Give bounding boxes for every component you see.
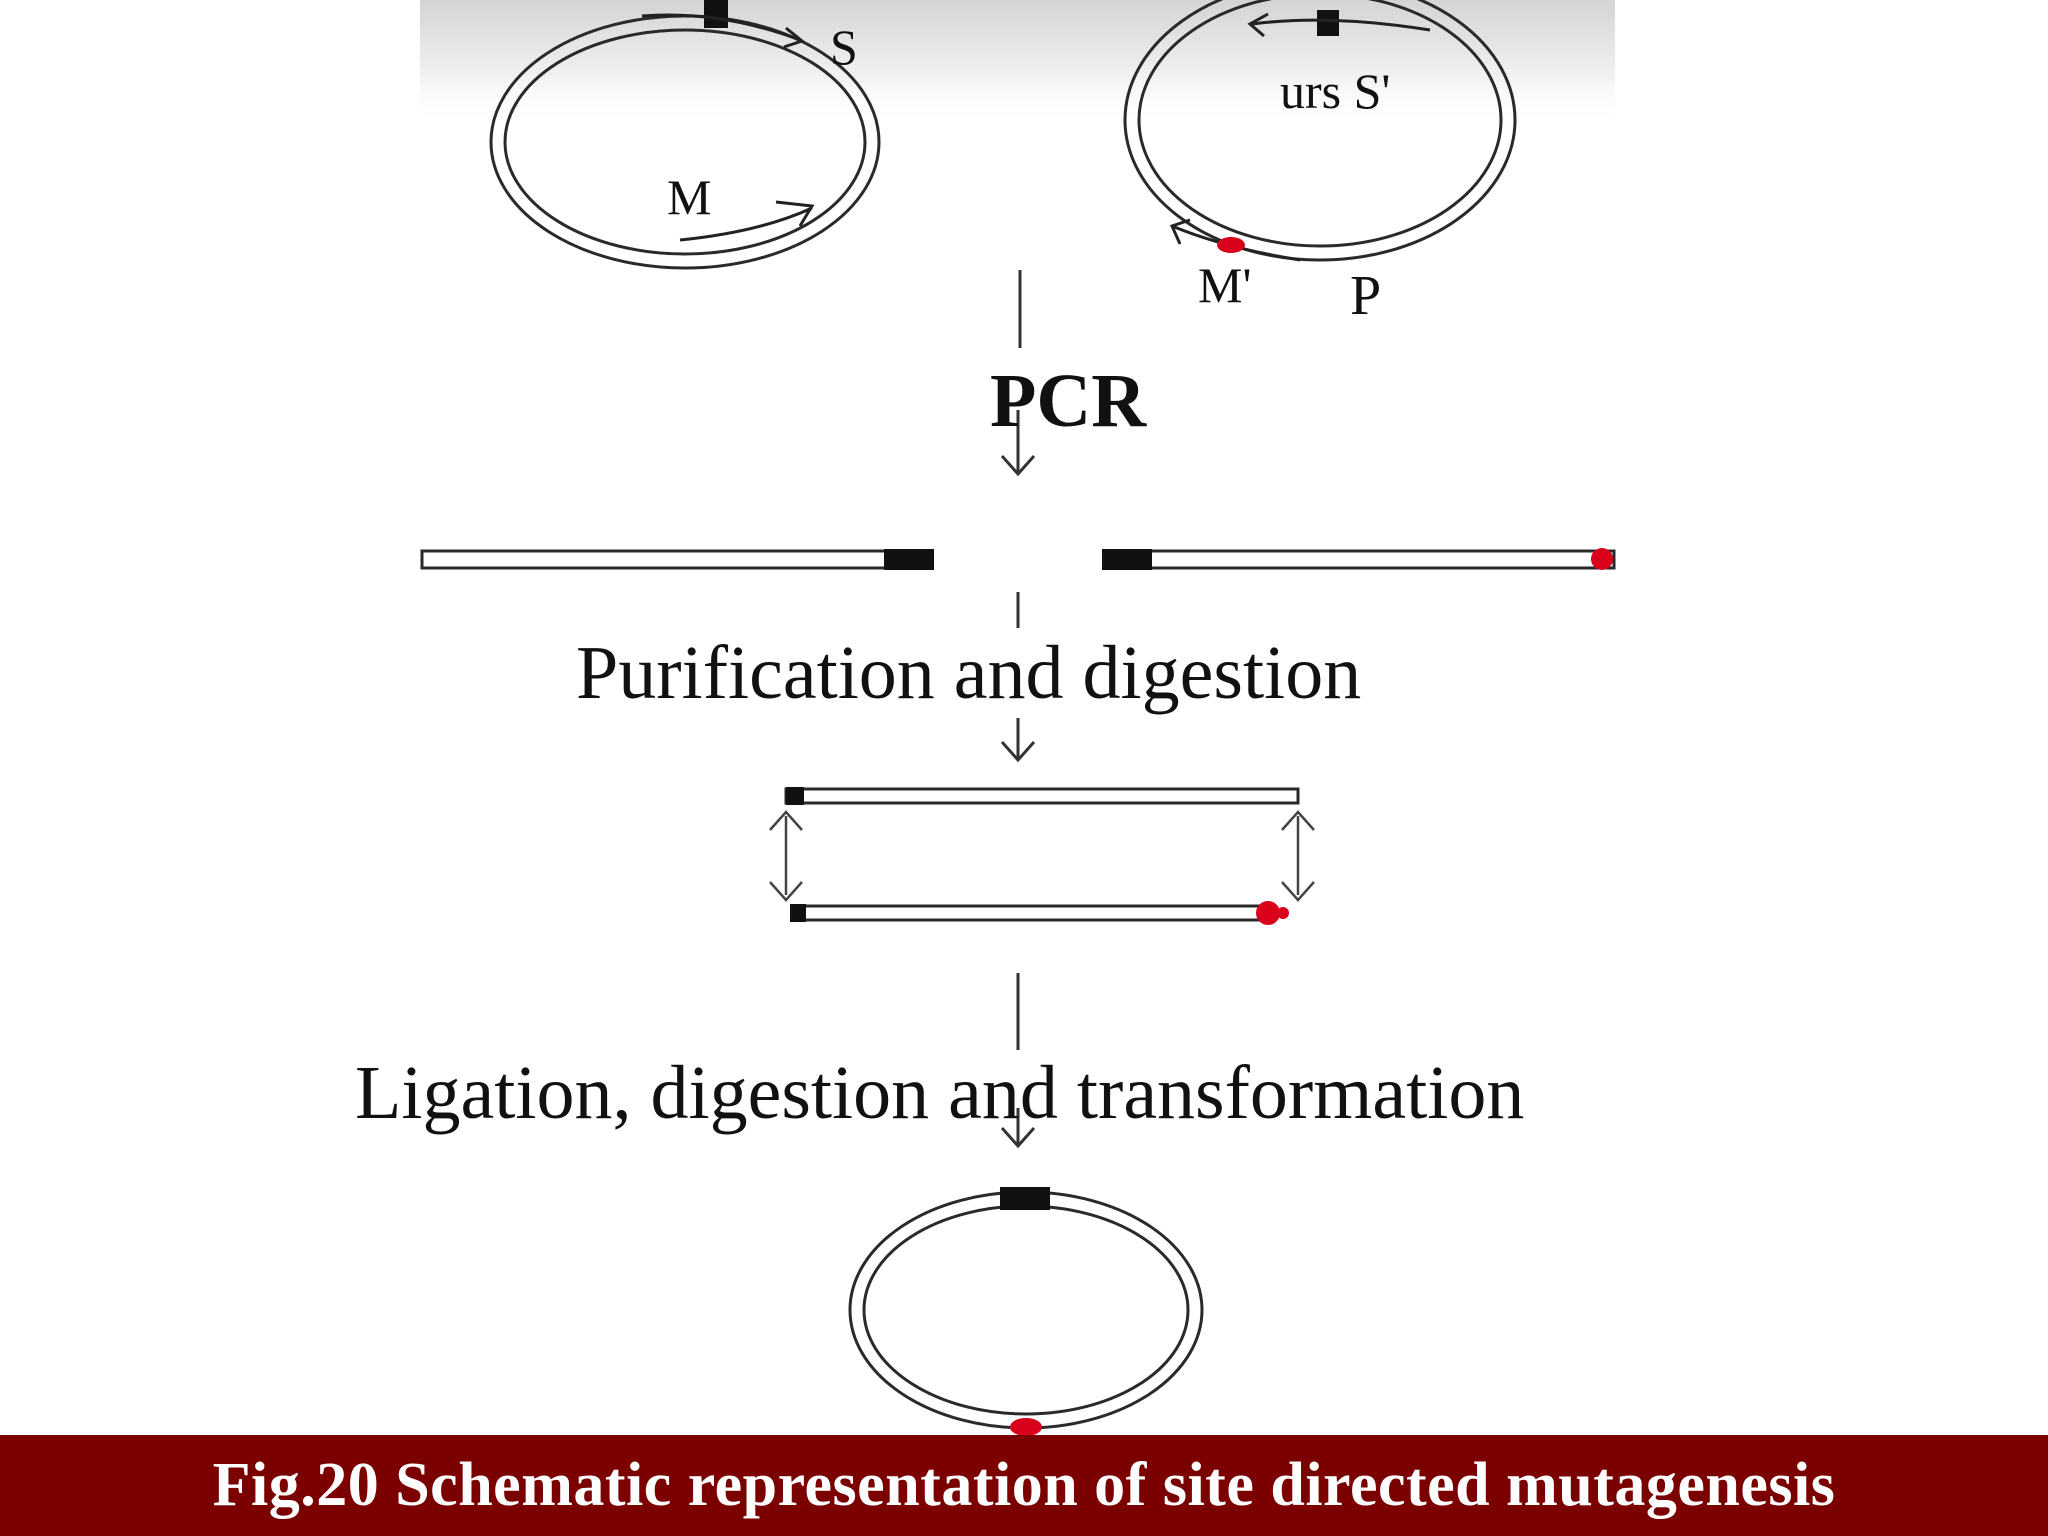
- digested-fragments: [769, 787, 1315, 925]
- pcr-product-right: [1102, 548, 1616, 570]
- restriction-site-marker: [1000, 1187, 1050, 1210]
- plasmid-final: [848, 1187, 1204, 1436]
- label-m-prime: M': [1198, 257, 1251, 313]
- label-s: S: [830, 19, 858, 75]
- step-ligation: Ligation, digestion and transformation: [355, 1051, 1524, 1135]
- plasmid-left: [489, 0, 881, 270]
- label-m: M: [667, 169, 711, 225]
- mutation-site-marker: [1256, 901, 1289, 925]
- label-p: P: [1350, 265, 1381, 327]
- primer-s-arrow: [641, 13, 801, 42]
- pcr-product-left: [420, 549, 934, 570]
- step-purification: Purification and digestion: [576, 631, 1361, 715]
- figure-caption: Fig.20 Schematic representation of site …: [212, 1451, 1836, 1519]
- step-pcr: PCR: [990, 359, 1147, 443]
- flow-arrow-pcr: [1000, 270, 1036, 477]
- mutation-site-marker: [1010, 1418, 1042, 1436]
- figure-caption-bar: Fig.20 Schematic representation of site …: [0, 1435, 2048, 1536]
- label-urs-s-prime: urs S': [1280, 63, 1390, 119]
- mutation-site-marker: [1591, 548, 1613, 570]
- flow-arrow-purification: [1000, 592, 1036, 763]
- flow-arrow-ligation: [1000, 973, 1036, 1149]
- top-background-fade: [420, 0, 1615, 125]
- plasmid-right: [1123, 0, 1517, 262]
- primer-m-arrow: [679, 206, 813, 242]
- restriction-site-marker: [1317, 10, 1339, 36]
- primer-urs-arrow: [1251, 18, 1431, 32]
- restriction-site-marker: [704, 0, 728, 28]
- mutation-site-marker: [1217, 237, 1245, 253]
